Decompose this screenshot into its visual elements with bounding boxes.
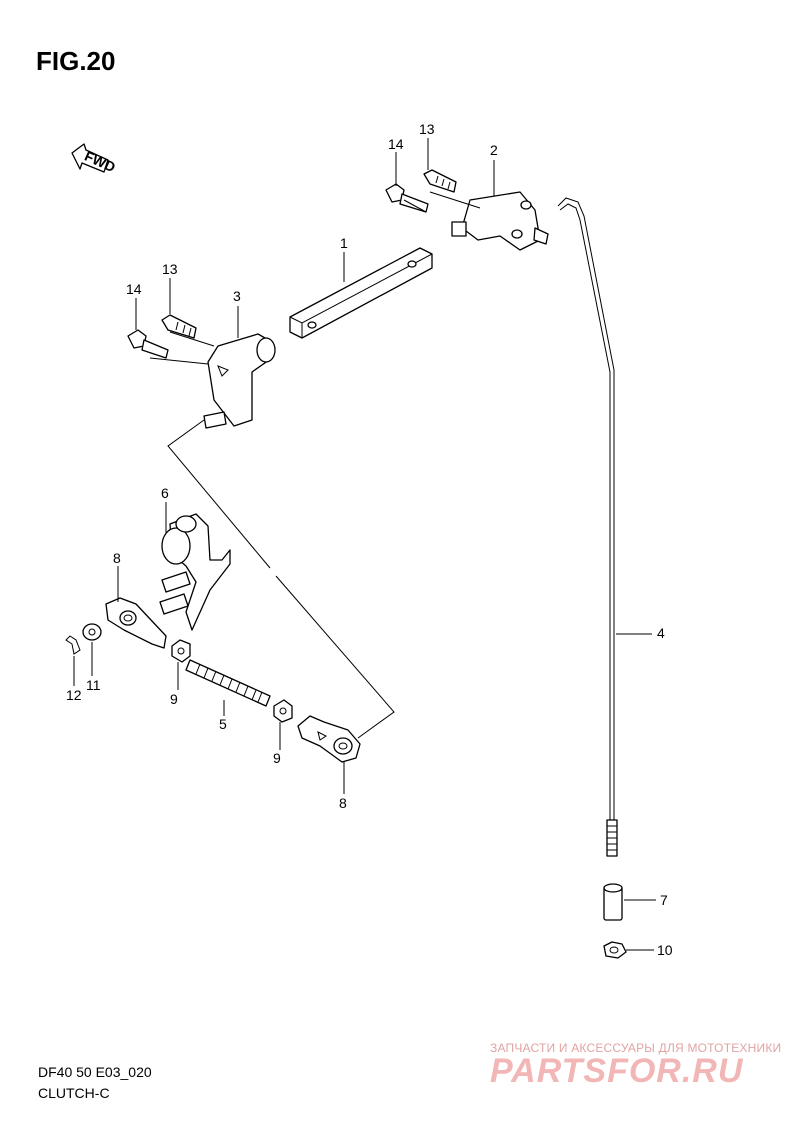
part-threaded-rod[interactable] [185, 659, 271, 707]
part-lever-upper[interactable] [451, 191, 549, 251]
callout-2: 2 [490, 142, 498, 158]
callout-12: 12 [66, 687, 82, 703]
callout-labels: 1 2 3 4 5 6 7 8 8 9 9 10 11 12 13 13 14 … [66, 121, 673, 958]
callout-8a: 8 [113, 550, 121, 566]
part-joint[interactable] [603, 883, 623, 921]
callout-1: 1 [340, 235, 348, 251]
part-clip[interactable] [65, 635, 81, 655]
callout-10: 10 [657, 942, 673, 958]
part-nut-10[interactable] [603, 941, 627, 959]
figure-code: DF40 50 E03_020 [38, 1064, 152, 1080]
part-washer[interactable] [82, 623, 102, 641]
part-rod[interactable] [557, 197, 618, 857]
callout-3: 3 [233, 288, 241, 304]
callout-9b: 9 [273, 750, 281, 766]
callout-5: 5 [219, 716, 227, 732]
callout-14a: 14 [388, 136, 404, 152]
part-nut-upper[interactable] [171, 639, 191, 663]
callout-14b: 14 [126, 281, 142, 297]
callout-9a: 9 [170, 691, 178, 707]
part-nut-lower[interactable] [273, 699, 293, 723]
reference-lines [149, 191, 481, 739]
watermark-brand: PARTSFOR.RU [490, 1052, 744, 1090]
part-rod-end-lower[interactable] [297, 715, 361, 763]
watermark-tagline: ЗАПЧАСТИ И АКСЕССУАРЫ ДЛЯ МОТОТЕХНИКИ [490, 1041, 782, 1055]
callout-13b: 13 [162, 261, 178, 277]
bolt-upper-13[interactable] [423, 169, 457, 193]
part-shaft[interactable] [289, 247, 433, 339]
figure-name: CLUTCH-C [38, 1085, 110, 1101]
bolt-lower-13[interactable] [161, 314, 197, 339]
callout-13a: 13 [419, 121, 435, 137]
fwd-arrow-icon: FWD [71, 143, 118, 175]
leader-lines [73, 138, 656, 951]
part-lever-middle[interactable] [203, 333, 276, 429]
bolt-upper-14[interactable] [385, 183, 429, 213]
callout-4: 4 [657, 625, 665, 641]
callout-6: 6 [161, 485, 169, 501]
part-bracket[interactable] [159, 513, 231, 631]
callout-8b: 8 [339, 795, 347, 811]
figure-title: FIG.20 [36, 46, 116, 76]
callout-7: 7 [660, 892, 668, 908]
callout-11: 11 [86, 677, 101, 693]
bolt-lower-14[interactable] [127, 329, 169, 359]
part-rod-end-upper[interactable] [105, 597, 167, 649]
